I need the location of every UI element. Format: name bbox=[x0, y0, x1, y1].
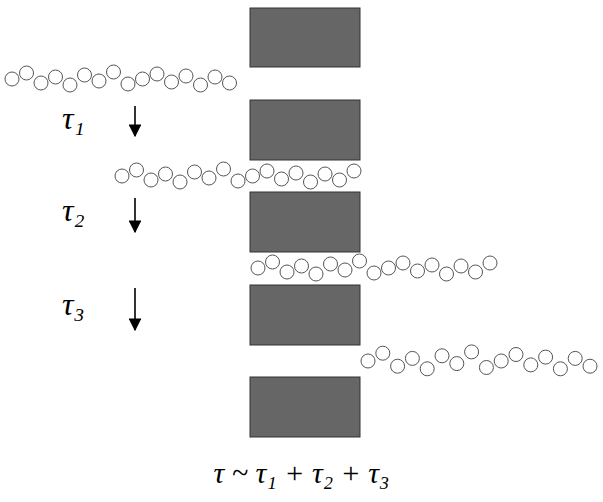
monomer-bead bbox=[318, 167, 332, 181]
monomer-bead bbox=[159, 167, 173, 181]
time-arrow bbox=[134, 198, 136, 232]
monomer-bead bbox=[275, 172, 289, 186]
monomer-bead bbox=[165, 75, 179, 89]
monomer-bead bbox=[465, 345, 479, 359]
monomer-bead bbox=[115, 169, 129, 183]
monomer-bead bbox=[34, 76, 48, 90]
monomer-bead bbox=[494, 354, 508, 368]
membrane-block bbox=[250, 8, 360, 67]
monomer-bead bbox=[450, 357, 464, 371]
monomer-bead bbox=[553, 362, 567, 376]
monomer-bead bbox=[266, 255, 280, 269]
equation: τ ~ τ₁ + τ₂ + τ₃ bbox=[214, 458, 390, 488]
time-label: τ₁ bbox=[62, 102, 85, 134]
monomer-bead bbox=[454, 259, 468, 273]
monomer-bead bbox=[382, 261, 396, 275]
monomer-bead bbox=[194, 78, 208, 92]
polymer-chain bbox=[5, 65, 237, 92]
monomer-bead bbox=[49, 70, 63, 84]
monomer-bead bbox=[150, 67, 164, 81]
monomer-bead bbox=[107, 65, 121, 79]
monomer-bead bbox=[179, 69, 193, 83]
membrane-block bbox=[250, 192, 360, 252]
time-label: τ₃ bbox=[62, 288, 85, 320]
monomer-bead bbox=[251, 261, 265, 275]
monomer-bead bbox=[144, 173, 158, 187]
monomer-bead bbox=[568, 351, 582, 365]
polymer-chain bbox=[251, 254, 497, 281]
polymer-chain bbox=[361, 345, 597, 376]
monomer-bead bbox=[260, 164, 274, 178]
monomer-bead bbox=[92, 74, 106, 88]
monomer-bead bbox=[391, 359, 405, 373]
monomer-bead bbox=[361, 354, 375, 368]
monomer-bead bbox=[440, 267, 454, 281]
monomer-bead bbox=[367, 266, 381, 280]
polymer-chain bbox=[115, 162, 361, 189]
monomer-bead bbox=[246, 169, 260, 183]
monomer-bead bbox=[347, 164, 361, 178]
monomer-bead bbox=[295, 259, 309, 273]
monomer-bead bbox=[338, 263, 352, 277]
monomer-bead bbox=[173, 175, 187, 189]
monomer-bead bbox=[309, 267, 323, 281]
monomer-bead bbox=[583, 359, 597, 373]
monomer-bead bbox=[324, 257, 338, 271]
monomer-bead bbox=[524, 358, 538, 372]
monomer-bead bbox=[231, 174, 245, 188]
monomer-bead bbox=[78, 68, 92, 82]
time-arrow bbox=[134, 288, 136, 330]
monomer-bead bbox=[208, 70, 222, 84]
monomer-bead bbox=[509, 348, 523, 362]
monomer-bead bbox=[63, 78, 77, 92]
monomer-bead bbox=[188, 165, 202, 179]
membrane-block bbox=[250, 285, 360, 345]
monomer-bead bbox=[483, 256, 497, 270]
monomer-bead bbox=[376, 346, 390, 360]
monomer-bead bbox=[411, 264, 425, 278]
monomer-bead bbox=[5, 72, 19, 86]
monomer-bead bbox=[539, 350, 553, 364]
monomer-bead bbox=[420, 362, 434, 376]
time-arrow bbox=[134, 106, 136, 136]
monomer-bead bbox=[405, 351, 419, 365]
monomer-bead bbox=[396, 256, 410, 270]
monomer-bead bbox=[223, 76, 237, 90]
monomer-bead bbox=[130, 163, 144, 177]
monomer-bead bbox=[202, 171, 216, 185]
monomer-bead bbox=[353, 254, 367, 268]
monomer-bead bbox=[20, 66, 34, 80]
monomer-bead bbox=[280, 265, 294, 279]
membrane-block bbox=[250, 100, 360, 160]
monomer-bead bbox=[136, 72, 150, 86]
monomer-bead bbox=[121, 77, 135, 91]
monomer-bead bbox=[333, 173, 347, 187]
monomer-bead bbox=[217, 162, 231, 176]
monomer-bead bbox=[304, 175, 318, 189]
membrane-block bbox=[250, 377, 360, 437]
monomer-bead bbox=[479, 361, 493, 375]
monomer-bead bbox=[469, 265, 483, 279]
monomer-bead bbox=[289, 166, 303, 180]
monomer-bead bbox=[435, 349, 449, 363]
monomer-bead bbox=[425, 258, 439, 272]
time-label: τ₂ bbox=[62, 194, 85, 226]
